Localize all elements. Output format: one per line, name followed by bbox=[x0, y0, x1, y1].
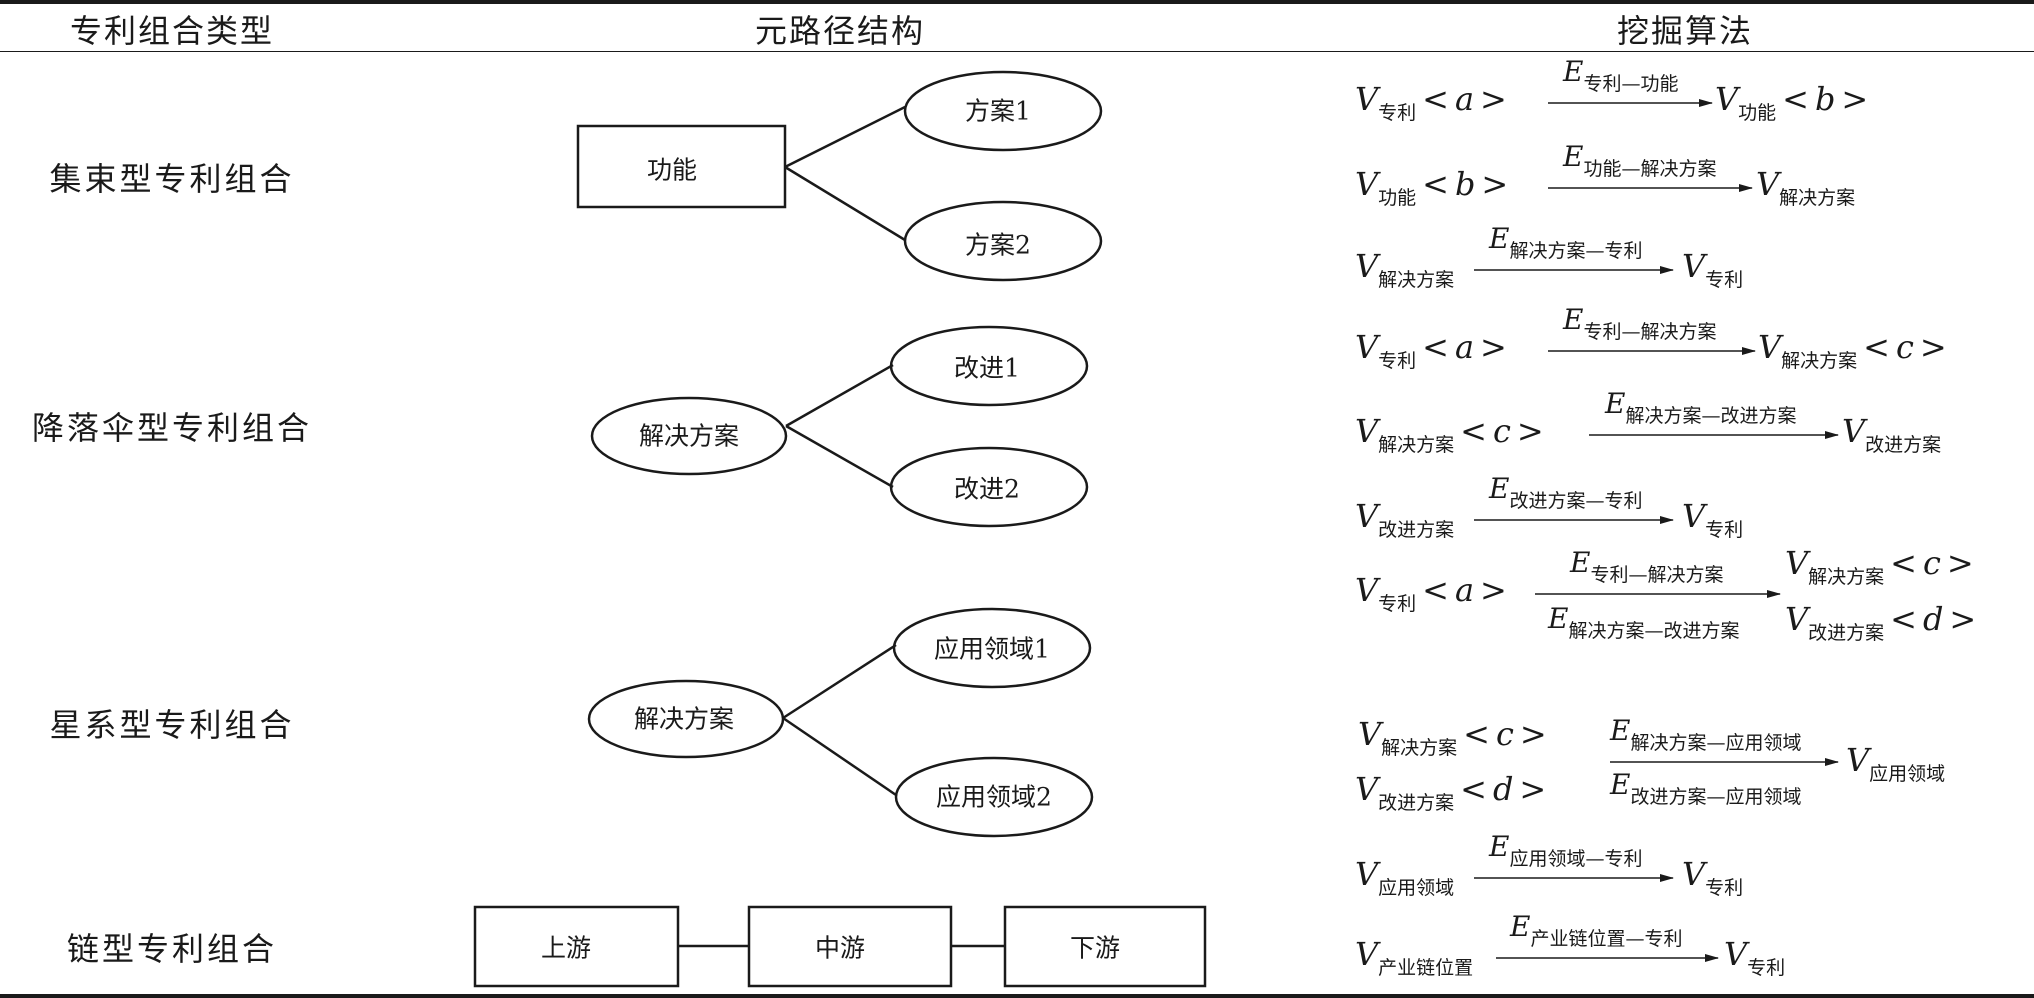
edge-solution-domain2 bbox=[782, 716, 897, 797]
node-midstream-label: 中游 bbox=[815, 934, 865, 963]
row-label-parachute: 降落伞型专利组合 bbox=[31, 409, 313, 447]
edge-solution-improve2 bbox=[785, 424, 894, 489]
node-improve1-label: 改进1 bbox=[954, 354, 1020, 383]
formula-3-right: V专利 bbox=[1682, 247, 1744, 291]
formula-7-right-bottom: V改进方案<d> bbox=[1785, 600, 1977, 644]
top-rule bbox=[0, 0, 2034, 4]
header-pattern-type: 专利组合类型 bbox=[69, 12, 275, 50]
row-label-chain: 链型专利组合 bbox=[66, 930, 278, 968]
formula-8-left-top: V解决方案<c> bbox=[1358, 715, 1547, 759]
formula-2-edge: E功能—解决方案 bbox=[1563, 140, 1717, 180]
edge-solution-domain1 bbox=[782, 643, 897, 720]
edge-function-plan1 bbox=[784, 105, 906, 169]
node-downstream-box bbox=[1003, 905, 1207, 988]
formula-10-edge: E产业链位置—专利 bbox=[1510, 910, 1683, 950]
formula-2-left: V功能<b> bbox=[1355, 165, 1509, 209]
formula-1-right: V功能<b> bbox=[1715, 80, 1869, 124]
formula-5-edge: E解决方案—改进方案 bbox=[1605, 387, 1797, 427]
var-V: V bbox=[1355, 80, 1379, 118]
formula-1-edge: E专利—功能 bbox=[1563, 55, 1679, 95]
formula-8-left-bottom: V改进方案<d> bbox=[1355, 770, 1547, 814]
formula-9-right: V专利 bbox=[1682, 855, 1744, 899]
header-metapath-structure: 元路径结构 bbox=[754, 12, 926, 50]
row-label-cluster: 集束型专利组合 bbox=[49, 160, 295, 198]
formula-9-left: V应用领域 bbox=[1355, 855, 1455, 899]
node-plan2-label: 方案2 bbox=[965, 231, 1031, 260]
formula-8-edge-bottom: E改进方案—应用领域 bbox=[1610, 768, 1802, 808]
node-solution2-label: 解决方案 bbox=[634, 705, 734, 734]
node-improve2-label: 改进2 bbox=[954, 475, 1020, 504]
header-rule bbox=[0, 51, 2034, 52]
node-improve1-ellipse bbox=[889, 325, 1089, 407]
formula-5-right: V改进方案 bbox=[1842, 412, 1942, 456]
formula-7-edge-top: E专利—解决方案 bbox=[1570, 546, 1724, 586]
formula-8-edge-top: E解决方案—应用领域 bbox=[1610, 714, 1802, 754]
formula-4-left: V专利<a> bbox=[1355, 328, 1507, 372]
formula-3-left: V解决方案 bbox=[1355, 247, 1455, 291]
formula-7-left: V专利<a> bbox=[1355, 571, 1507, 615]
node-improve2-ellipse bbox=[889, 446, 1089, 528]
edge-solution-improve1 bbox=[785, 363, 894, 428]
formula-5-left: V解决方案<c> bbox=[1355, 412, 1544, 456]
node-domain2-label: 应用领域2 bbox=[936, 783, 1052, 812]
formula-3-edge: E解决方案—专利 bbox=[1489, 222, 1643, 262]
formula-8-right: V应用领域 bbox=[1846, 741, 1946, 785]
formula-7-edge-bottom: E解决方案—改进方案 bbox=[1548, 602, 1740, 642]
node-solution-ellipse bbox=[590, 396, 788, 476]
formula-4-right: V解决方案<c> bbox=[1758, 328, 1947, 372]
formula-2-right: V解决方案 bbox=[1756, 165, 1856, 209]
bottom-rule bbox=[0, 994, 2034, 998]
node-plan1-ellipse bbox=[903, 70, 1103, 152]
node-plan2-ellipse bbox=[903, 200, 1103, 282]
row-label-galaxy: 星系型专利组合 bbox=[49, 706, 295, 744]
node-function-label: 功能 bbox=[647, 156, 697, 185]
formula-6-left: V改进方案 bbox=[1355, 497, 1455, 541]
node-domain1-ellipse bbox=[892, 607, 1092, 689]
node-domain2-ellipse bbox=[894, 756, 1094, 838]
formula-6-edge: E改进方案—专利 bbox=[1489, 472, 1643, 512]
formula-1-left: V专利<a> bbox=[1355, 80, 1507, 124]
node-downstream-label: 下游 bbox=[1070, 934, 1120, 963]
formula-6-right: V专利 bbox=[1682, 497, 1744, 541]
node-domain1-label: 应用领域1 bbox=[934, 635, 1050, 664]
edge-function-plan2 bbox=[784, 165, 906, 242]
formula-9-edge: E应用领域—专利 bbox=[1489, 830, 1643, 870]
node-solution-label: 解决方案 bbox=[639, 422, 739, 451]
header-mining-algorithm: 挖掘算法 bbox=[1616, 12, 1754, 50]
node-plan1-label: 方案1 bbox=[965, 97, 1031, 126]
formula-10-right: V专利 bbox=[1724, 935, 1786, 979]
formula-4-edge: E专利—解决方案 bbox=[1563, 303, 1717, 343]
formula-7-right-top: V解决方案<c> bbox=[1785, 544, 1974, 588]
formula-10-left: V产业链位置 bbox=[1355, 935, 1474, 979]
node-upstream-label: 上游 bbox=[541, 934, 591, 963]
